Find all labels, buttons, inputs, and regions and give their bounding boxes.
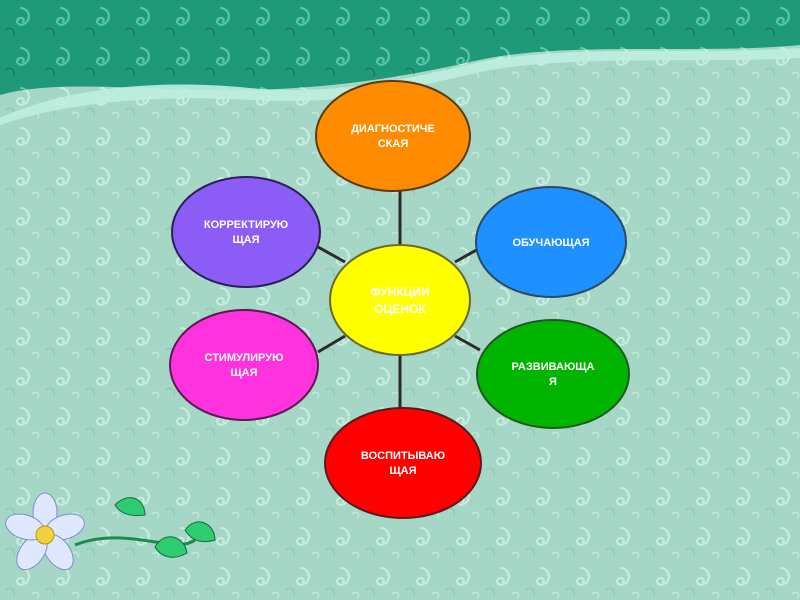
connector-stimulating xyxy=(317,334,346,354)
center-node-line-1: ФУНКЦИИ xyxy=(370,285,429,299)
node-developing: РАЗВИВАЮЩА Я xyxy=(476,319,630,429)
center-node-line-2: ОЦЕНОК xyxy=(374,302,426,316)
node-diagnostic: ДИАГНОСТИЧЕ СКАЯ xyxy=(315,80,471,192)
node-correcting: КОРРЕКТИРУЮ ЩАЯ xyxy=(171,176,321,288)
connector-correcting xyxy=(317,245,346,264)
node-developing-line-2: Я xyxy=(549,376,557,388)
flower-icon xyxy=(5,492,216,571)
connector-developing xyxy=(454,334,481,352)
node-diagnostic-line-2: СКАЯ xyxy=(378,138,409,150)
node-diagnostic-line-1: ДИАГНОСТИЧЕ xyxy=(351,123,435,135)
node-educating-line-1: ВОСПИТЫВАЮ xyxy=(361,450,445,462)
node-stimulating: СТИМУЛИРУЮ ЩАЯ xyxy=(169,309,319,421)
node-developing-line-1: РАЗВИВАЮЩА xyxy=(512,361,595,373)
node-educating: ВОСПИТЫВАЮ ЩАЯ xyxy=(324,407,482,519)
node-teaching: ОБУЧАЮЩАЯ xyxy=(475,186,627,298)
node-stimulating-line-1: СТИМУЛИРУЮ xyxy=(205,352,284,364)
node-correcting-line-1: КОРРЕКТИРУЮ xyxy=(204,219,288,231)
node-correcting-line-2: ЩАЯ xyxy=(232,234,259,246)
node-educating-line-2: ЩАЯ xyxy=(389,465,416,477)
center-node: ФУНКЦИИ ОЦЕНОК xyxy=(329,244,471,356)
top-banner xyxy=(0,0,800,95)
node-teaching-line-1: ОБУЧАЮЩАЯ xyxy=(512,237,589,249)
node-stimulating-line-2: ЩАЯ xyxy=(230,367,257,379)
